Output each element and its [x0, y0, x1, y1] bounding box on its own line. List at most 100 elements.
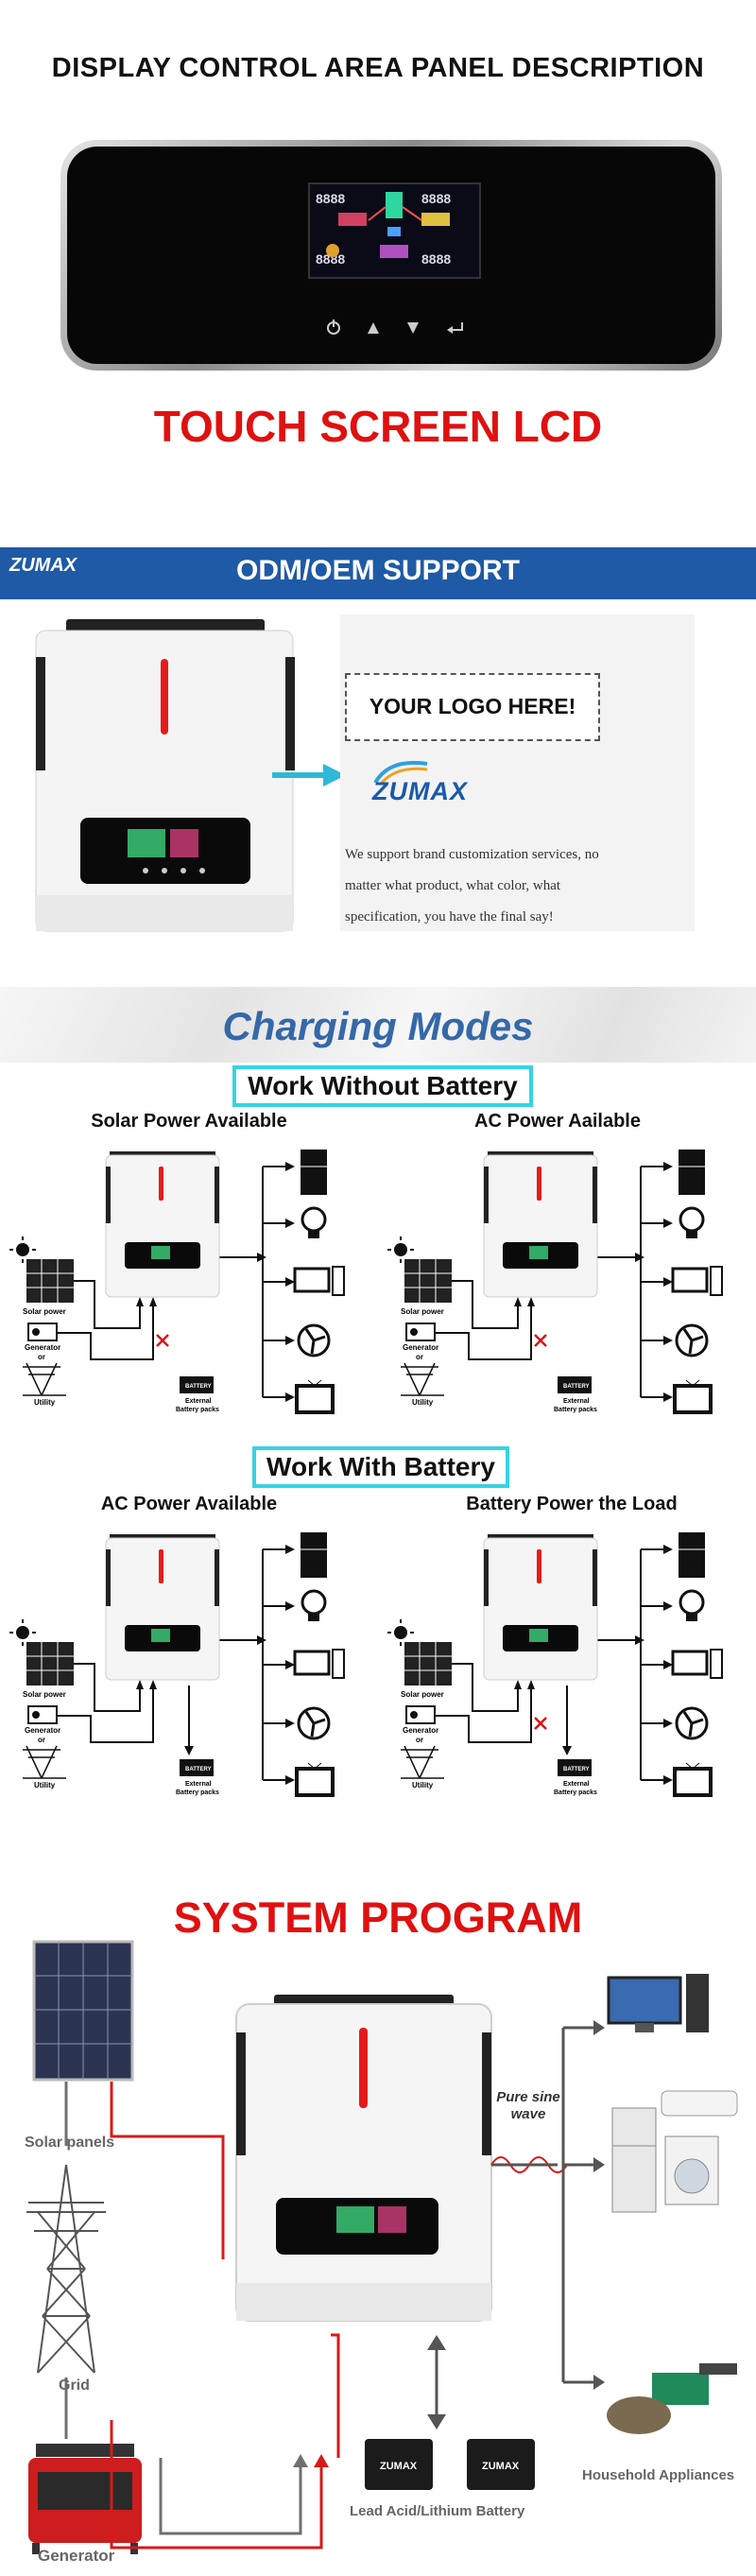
mode-with-battery-label: Work With Battery [252, 1446, 509, 1488]
utility-tower-icon [23, 1745, 66, 1779]
tv-icon [295, 1379, 335, 1414]
generator-label: Generator [38, 2547, 115, 2565]
sun-icon [9, 1236, 36, 1263]
charging-header-band [0, 987, 756, 1063]
utility-label: Utility [412, 1398, 434, 1407]
battery-caption: Battery packs [176, 1407, 219, 1413]
solar-power-label: Solar power [23, 1307, 66, 1316]
battery-text: BATTERY [563, 1384, 590, 1390]
fridge-icon [679, 1532, 705, 1578]
battery-caption: Battery packs [554, 1407, 597, 1413]
svg-text:8888: 8888 [316, 191, 345, 206]
arrow-right-icon [272, 764, 346, 787]
svg-text:8888: 8888 [421, 191, 451, 206]
light-bulb-icon [679, 1206, 705, 1238]
tools-icon [607, 2363, 737, 2434]
diagram-heading: AC Power Available [100, 1494, 278, 1514]
utility-label: Utility [412, 1781, 434, 1789]
swoosh-logo-icon [373, 760, 428, 785]
or-label: or [416, 1353, 423, 1361]
charging-diagram: Solar power Generator or Utility BATTERY… [0, 1527, 378, 1824]
utility-label: Utility [34, 1398, 56, 1407]
solar-power-label: Solar power [401, 1307, 444, 1316]
inverter-icon [105, 1151, 220, 1298]
customization-support-text: We support brand customization services,… [345, 847, 599, 925]
generator-label: Generator [403, 1343, 438, 1352]
battery-caption: External [563, 1781, 590, 1788]
solar-power-label: Solar power [23, 1690, 66, 1699]
light-bulb-icon [301, 1589, 327, 1621]
inverter-icon [483, 1151, 598, 1298]
computer-icon [671, 1266, 723, 1296]
utility-tower-icon [23, 1362, 66, 1396]
zumax-brand-logo: ZUMAX [372, 777, 468, 805]
battery-brand: ZUMAX [482, 2461, 520, 2472]
inverter-icon [105, 1534, 220, 1681]
computer-icon [293, 1266, 345, 1296]
fridge-icon [301, 1150, 327, 1195]
battery-icon [180, 1759, 214, 1776]
inverter-icon [235, 1995, 492, 2322]
generator-icon [27, 1323, 58, 1341]
battery-text: BATTERY [563, 1767, 590, 1772]
charging-diagram: Solar power Generator or Utility BATTERY… [378, 1527, 756, 1824]
utility-tower-icon [401, 1745, 444, 1779]
logo-placeholder-box [345, 673, 600, 741]
generator-icon [405, 1323, 436, 1341]
power-tower-icon [26, 2164, 106, 2374]
generator-label: Generator [25, 1343, 60, 1352]
svg-text:8888: 8888 [316, 251, 345, 267]
down-arrow-icon [407, 322, 419, 334]
brand-logo: ZUMAX [9, 555, 77, 576]
enter-icon [447, 322, 463, 334]
lcd-screen: 8888 8888 8888 8888 [308, 182, 481, 279]
lcd-panel-face: 8888 8888 8888 8888 [67, 147, 715, 364]
generator-icon [28, 2444, 142, 2554]
diagram-heading: Battery Power the Load [466, 1494, 678, 1514]
computer-icon [607, 1974, 709, 2032]
computer-icon [293, 1649, 345, 1679]
fan-icon [675, 1323, 709, 1357]
diagram-heading: Solar Power Available [91, 1111, 287, 1132]
household-appliances-label: Household Appliances [582, 2467, 735, 2483]
washing-machine-icon [664, 2135, 719, 2205]
system-program-title: SYSTEM PROGRAM [173, 1893, 583, 1942]
lcd-readout-graphic: 8888 8888 8888 8888 [316, 191, 451, 267]
battery-caption: Battery packs [176, 1789, 219, 1796]
generator-label: Generator [403, 1726, 438, 1735]
tv-icon [673, 1762, 713, 1797]
charging-diagram: Solar power Generator or Utility BATTERY… [378, 1144, 756, 1442]
fridge-icon [611, 2107, 657, 2213]
battery-caption: External [185, 1781, 212, 1788]
or-label: or [38, 1353, 45, 1361]
battery-icon [180, 1376, 214, 1393]
sun-icon [387, 1236, 414, 1263]
battery-caption: External [185, 1398, 212, 1405]
charging-diagram: Solar power Generator or Utility BATTERY… [0, 1144, 378, 1442]
up-arrow-icon [368, 322, 379, 334]
lcd-touch-buttons [322, 317, 473, 339]
utility-tower-icon [401, 1362, 444, 1396]
generator-icon [405, 1705, 436, 1724]
solar-power-label: Solar power [401, 1690, 444, 1699]
generator-label: Generator [25, 1726, 60, 1735]
pure-sine-wave-label: Pure sine wave [496, 2089, 560, 2122]
solar-panels-label: Solar panels [25, 2135, 115, 2151]
fridge-icon [679, 1150, 705, 1195]
svg-text:8888: 8888 [421, 251, 451, 267]
solar-panel-icon [26, 1642, 74, 1686]
battery-caption: Battery packs [554, 1789, 597, 1796]
light-bulb-icon [301, 1206, 327, 1238]
battery-text: BATTERY [185, 1384, 212, 1390]
tv-icon [673, 1379, 713, 1414]
mode-without-battery-label: Work Without Battery [232, 1065, 533, 1107]
system-diagram: ZUMAX ZUMAX [26, 1940, 738, 2554]
or-label: or [38, 1736, 45, 1744]
light-bulb-icon [679, 1589, 705, 1621]
fan-icon [297, 1706, 331, 1740]
fridge-icon [301, 1532, 327, 1578]
logo-placeholder-text: YOUR LOGO HERE! [369, 694, 576, 718]
fan-icon [297, 1323, 331, 1357]
battery-text: BATTERY [185, 1767, 212, 1772]
air-conditioner-icon [661, 2090, 738, 2117]
